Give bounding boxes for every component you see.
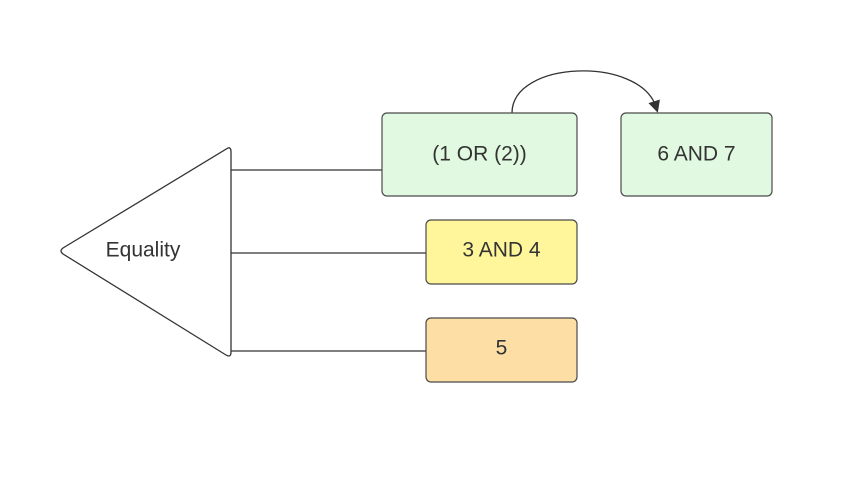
equality-triangle[interactable]: Equality xyxy=(60,147,232,357)
node-6and7-label: 6 AND 7 xyxy=(657,143,735,166)
node-3and4[interactable]: 3 AND 4 xyxy=(425,219,578,285)
curved-arrow-or-to-6and7 xyxy=(511,70,660,114)
node-3and4-label: 3 AND 4 xyxy=(462,239,541,262)
node-5-box xyxy=(425,317,578,383)
node-or-label: (1 OR (2)) xyxy=(432,143,527,166)
node-6and7[interactable]: 6 AND 7 xyxy=(620,112,773,197)
triangle-shape xyxy=(60,147,232,357)
node-5-label: 5 xyxy=(496,337,508,360)
node-or-box xyxy=(381,112,578,197)
node-5[interactable]: 5 xyxy=(425,317,578,383)
node-3and4-box xyxy=(425,219,578,285)
node-or-expression[interactable]: (1 OR (2)) xyxy=(381,112,578,197)
node-6and7-box xyxy=(620,112,773,197)
equality-label: Equality xyxy=(106,239,181,262)
